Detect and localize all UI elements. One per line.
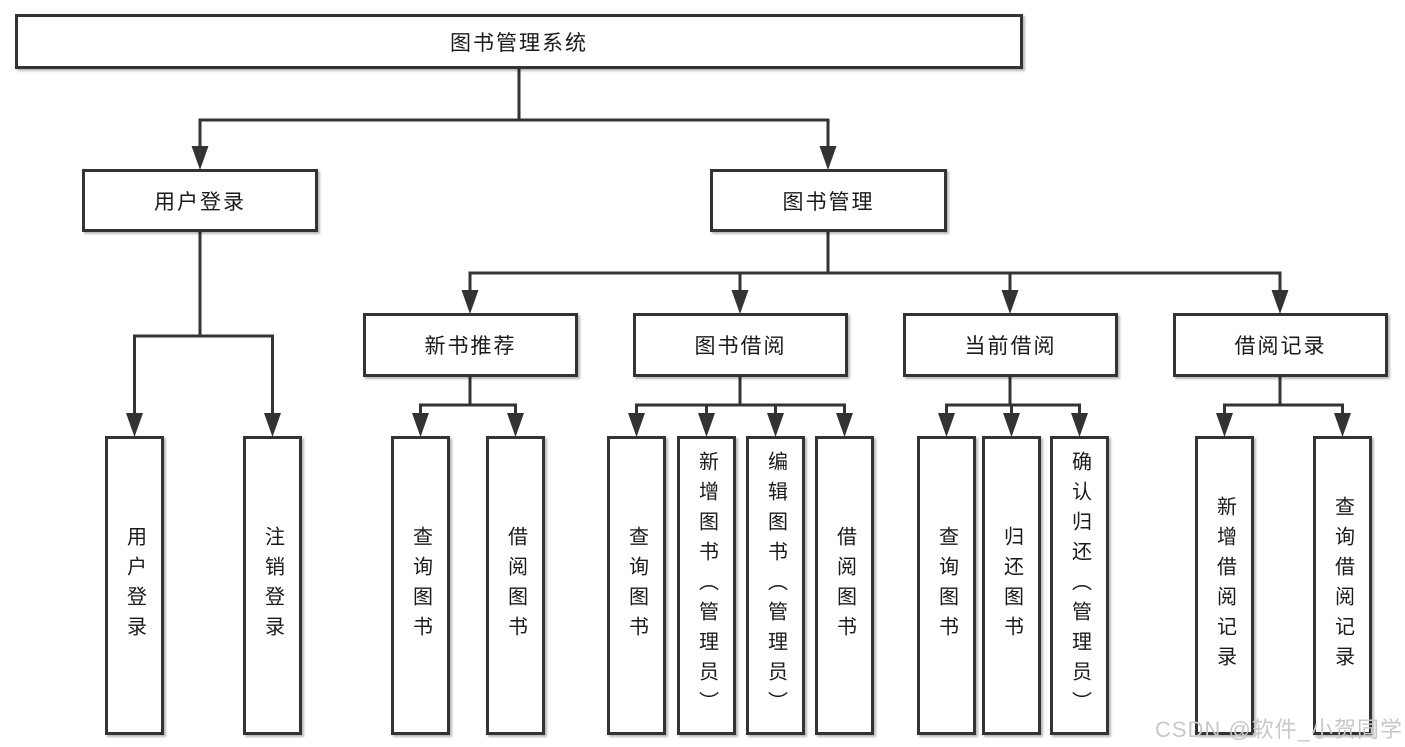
- leaf-current-query-books: 查询图书: [917, 436, 976, 735]
- node-user-login: 用户登录: [82, 169, 318, 232]
- node-book-borrow-label: 图书借阅: [694, 335, 787, 358]
- leaf-records-add-record: 新增借阅记录: [1195, 436, 1254, 735]
- leaf-current-return-books: 归还图书: [982, 436, 1041, 735]
- leaf-borrow-add-books-admin-label: 新增图书（管理员）: [695, 450, 718, 721]
- arrowhead-icons: [126, 146, 1351, 437]
- leaf-current-confirm-return-admin-label: 确认归还（管理员）: [1068, 450, 1091, 721]
- node-book-borrow: 图书借阅: [633, 313, 848, 377]
- node-new-book-recommend-label: 新书推荐: [424, 335, 517, 358]
- leaf-records-query-record: 查询借阅记录: [1313, 436, 1372, 735]
- leaf-borrow-borrow-books: 借阅图书: [815, 436, 874, 735]
- node-current-borrow: 当前借阅: [903, 313, 1118, 377]
- leaf-login-user-login: 用户登录: [105, 436, 164, 735]
- leaf-login-logout-label: 注销登录: [261, 525, 284, 646]
- node-root-label: 图书管理系统: [450, 31, 588, 55]
- leaf-current-return-books-label: 归还图书: [1000, 525, 1023, 646]
- leaf-recommend-query-books-label: 查询图书: [409, 525, 432, 646]
- node-new-book-recommend: 新书推荐: [363, 313, 578, 377]
- node-book-management-label: 图书管理: [782, 190, 875, 214]
- leaf-recommend-query-books: 查询图书: [391, 436, 450, 735]
- leaf-borrow-query-books-label: 查询图书: [625, 525, 648, 646]
- leaf-login-user-login-label: 用户登录: [123, 525, 146, 646]
- leaf-borrow-add-books-admin: 新增图书（管理员）: [677, 436, 736, 735]
- node-borrow-records-label: 借阅记录: [1234, 335, 1327, 358]
- leaf-recommend-borrow-books: 借阅图书: [486, 436, 545, 735]
- node-root: 图书管理系统: [15, 14, 1023, 69]
- leaf-borrow-query-books: 查询图书: [607, 436, 666, 735]
- leaf-recommend-borrow-books-label: 借阅图书: [504, 525, 527, 646]
- leaf-login-logout: 注销登录: [243, 436, 302, 735]
- node-user-login-label: 用户登录: [154, 190, 246, 214]
- leaf-borrow-edit-books-admin: 编辑图书（管理员）: [746, 436, 805, 735]
- node-current-borrow-label: 当前借阅: [964, 335, 1057, 358]
- node-borrow-records: 借阅记录: [1173, 313, 1388, 377]
- leaf-records-add-record-label: 新增借阅记录: [1213, 495, 1236, 676]
- leaf-borrow-borrow-books-label: 借阅图书: [833, 525, 856, 646]
- watermark: CSDN @软件_小贺同学: [1154, 717, 1403, 742]
- leaf-borrow-edit-books-admin-label: 编辑图书（管理员）: [764, 450, 787, 721]
- leaf-records-query-record-label: 查询借阅记录: [1331, 495, 1354, 676]
- leaf-current-confirm-return-admin: 确认归还（管理员）: [1050, 436, 1109, 735]
- node-book-management: 图书管理: [710, 169, 947, 232]
- leaf-current-query-books-label: 查询图书: [935, 525, 958, 646]
